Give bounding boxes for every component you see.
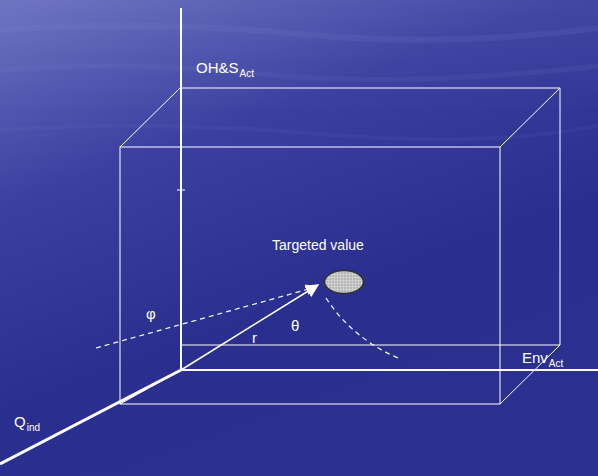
- box-edge: [120, 370, 181, 404]
- ellipse-outline: [324, 271, 363, 294]
- horizontal-axis: [181, 369, 598, 371]
- phi-dashed-arrow: [96, 287, 316, 348]
- axis-subscript: Act: [549, 359, 563, 369]
- target-caption: Targeted value: [272, 238, 365, 253]
- radius-vector: [181, 285, 318, 370]
- wireframe-box: [120, 88, 560, 404]
- vertical-axis: [180, 8, 182, 370]
- target-ellipse: Targeted value: [272, 238, 365, 295]
- axis-tick: [177, 190, 185, 191]
- axis-label: Env: [522, 350, 548, 365]
- water-ripples: [0, 0, 598, 139]
- axis-subscript: Act: [240, 69, 254, 79]
- theta-dashed-arc: [326, 298, 398, 358]
- axis-label: OH&S: [196, 60, 239, 75]
- axis-label: Q: [14, 414, 26, 429]
- ellipse-shape: [323, 269, 365, 295]
- coordinate-axes: [0, 8, 598, 464]
- angle-symbol: φ: [146, 306, 156, 321]
- vector-label: r: [252, 330, 257, 345]
- depth-axis: [0, 370, 181, 464]
- angle-symbol: θ: [291, 318, 299, 333]
- axis-subscript: ind: [27, 423, 40, 433]
